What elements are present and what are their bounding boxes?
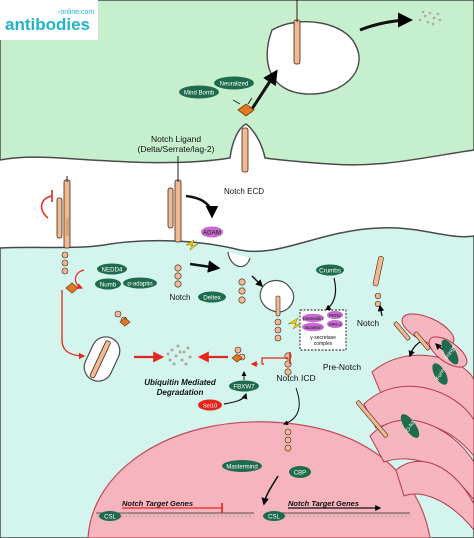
svg-text:FBXW7: FBXW7 xyxy=(233,384,255,391)
svg-text:ADAM: ADAM xyxy=(203,230,221,237)
furin xyxy=(432,363,448,385)
o-fut xyxy=(400,414,420,438)
endocytic-vesicle-top xyxy=(266,20,360,95)
sel10 xyxy=(198,399,222,411)
ecd-label: Notch ECD xyxy=(224,187,264,196)
svg-text:presenilin: presenilin xyxy=(303,316,323,321)
svg-text:Sel10: Sel10 xyxy=(203,403,217,409)
brand-logo: antibodies -online.com xyxy=(0,0,98,40)
svg-text:CBP: CBP xyxy=(294,471,306,477)
svg-text:CSL: CSL xyxy=(268,515,280,521)
ligand-label: Notch Ligand xyxy=(151,134,201,144)
notch-label-golgi: Notch xyxy=(357,318,379,328)
notch-golgi xyxy=(355,255,431,438)
mind-bomb xyxy=(179,85,219,99)
svg-text:Mind Bomb: Mind Bomb xyxy=(184,91,215,97)
cbp xyxy=(289,466,311,478)
degradation-label: Ubiquitin Mediated xyxy=(144,378,217,387)
ligand-receptor-pair-center xyxy=(167,156,182,288)
target-genes-active: Notch Target Genes xyxy=(288,499,359,508)
alpha-adaptin xyxy=(123,277,157,289)
gamma-secretase-complex: presenilin nicastrin PEN2 APH-1 γ-secret… xyxy=(299,309,347,351)
notch-label-center: Notch xyxy=(170,293,191,302)
svg-text:Neuralized: Neuralized xyxy=(220,82,249,88)
neuralized xyxy=(214,76,254,90)
csl-activator xyxy=(263,511,285,521)
fringe xyxy=(441,339,459,365)
svg-text:α-adaptin: α-adaptin xyxy=(127,282,152,288)
notch-icd-label: Notch ICD xyxy=(276,373,315,383)
target-genes-repressed: Notch Target Genes xyxy=(122,499,193,508)
logo-brand: antibodies xyxy=(5,15,90,34)
svg-text:CSL: CSL xyxy=(104,515,116,521)
crumbs xyxy=(316,264,344,276)
adam-protease xyxy=(201,226,223,238)
logo-suffix: -online.com xyxy=(58,9,94,16)
svg-text:complex: complex xyxy=(314,341,333,347)
svg-text:Numb: Numb xyxy=(100,282,117,289)
svg-text:Deltex: Deltex xyxy=(203,295,221,302)
ligand-sublabel: (Delta/Serrate/lag-2) xyxy=(137,144,214,154)
nedd4 xyxy=(97,263,127,275)
svg-text:Degradation: Degradation xyxy=(157,388,204,397)
pre-notch-label: Pre-Notch xyxy=(323,362,362,372)
numb xyxy=(95,278,121,290)
deltex xyxy=(198,291,226,303)
svg-text:nicastrin: nicastrin xyxy=(304,325,322,330)
degraded-protein-cluster xyxy=(166,344,192,366)
endosome-left xyxy=(83,310,131,382)
svg-text:NEDD4: NEDD4 xyxy=(102,267,124,274)
svg-text:Furin: Furin xyxy=(435,368,446,382)
svg-text:O-fut: O-fut xyxy=(405,419,417,433)
fbxw7 xyxy=(229,380,259,392)
dna-strand-right xyxy=(270,512,410,518)
csl-repressor xyxy=(99,511,121,521)
svg-text:APH-1: APH-1 xyxy=(329,322,342,327)
svg-text:PEN2: PEN2 xyxy=(329,313,341,318)
svg-text:Mastermind: Mastermind xyxy=(226,465,257,471)
svg-text:γ-secretase: γ-secretase xyxy=(310,335,336,341)
svg-text:Crumbs: Crumbs xyxy=(319,268,341,275)
mastermind xyxy=(222,460,262,472)
degraded-ligand-top xyxy=(418,10,442,26)
dna-strand-left xyxy=(96,512,254,518)
